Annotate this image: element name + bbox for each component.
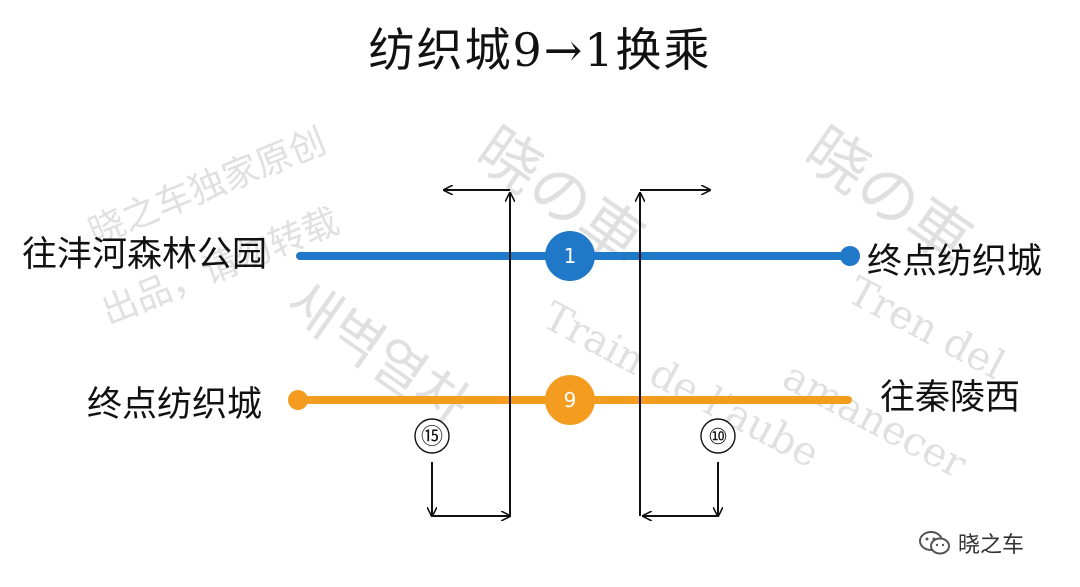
diagram-title: 纺织城9→1换乘 [368, 23, 712, 77]
exit-15-marker [414, 418, 450, 454]
line-1-terminal-dot [840, 246, 860, 266]
line-9-west-terminal: 终点纺织城 [87, 385, 263, 425]
line-9-terminal-dot [288, 390, 308, 410]
brand-mark: 晓之车 [918, 527, 1024, 559]
exit-10-label: ⑩ [708, 425, 728, 450]
watermark-text: Tren del [840, 268, 1012, 388]
line-1-east-terminal: 终点纺织城 [867, 242, 1043, 282]
right-transfer-route [640, 190, 718, 516]
watermark-layer: 晓之车独家原创 出品，请勿转载 晓の車 晓の車 새벽열차 Train de l'… [83, 112, 1012, 488]
line-1-number: 1 [564, 244, 577, 268]
line-9: 9 [288, 375, 852, 425]
exit-15-label: ⑮ [421, 425, 443, 450]
line-1: 1 [296, 231, 860, 281]
brand-name: 晓之车 [958, 533, 1025, 558]
line-9-number: 9 [564, 388, 577, 412]
wechat-icon [919, 531, 950, 555]
exit-10-marker [700, 418, 736, 454]
left-transfer-route [432, 190, 510, 516]
line-1-badge [545, 231, 595, 281]
line-9-badge [545, 375, 595, 425]
line-9-east-direction: 往秦陵西 [880, 378, 1021, 418]
line-1-west-direction: 往沣河森林公园 [22, 235, 268, 275]
watermark-text: 새벽열차 [274, 268, 480, 439]
